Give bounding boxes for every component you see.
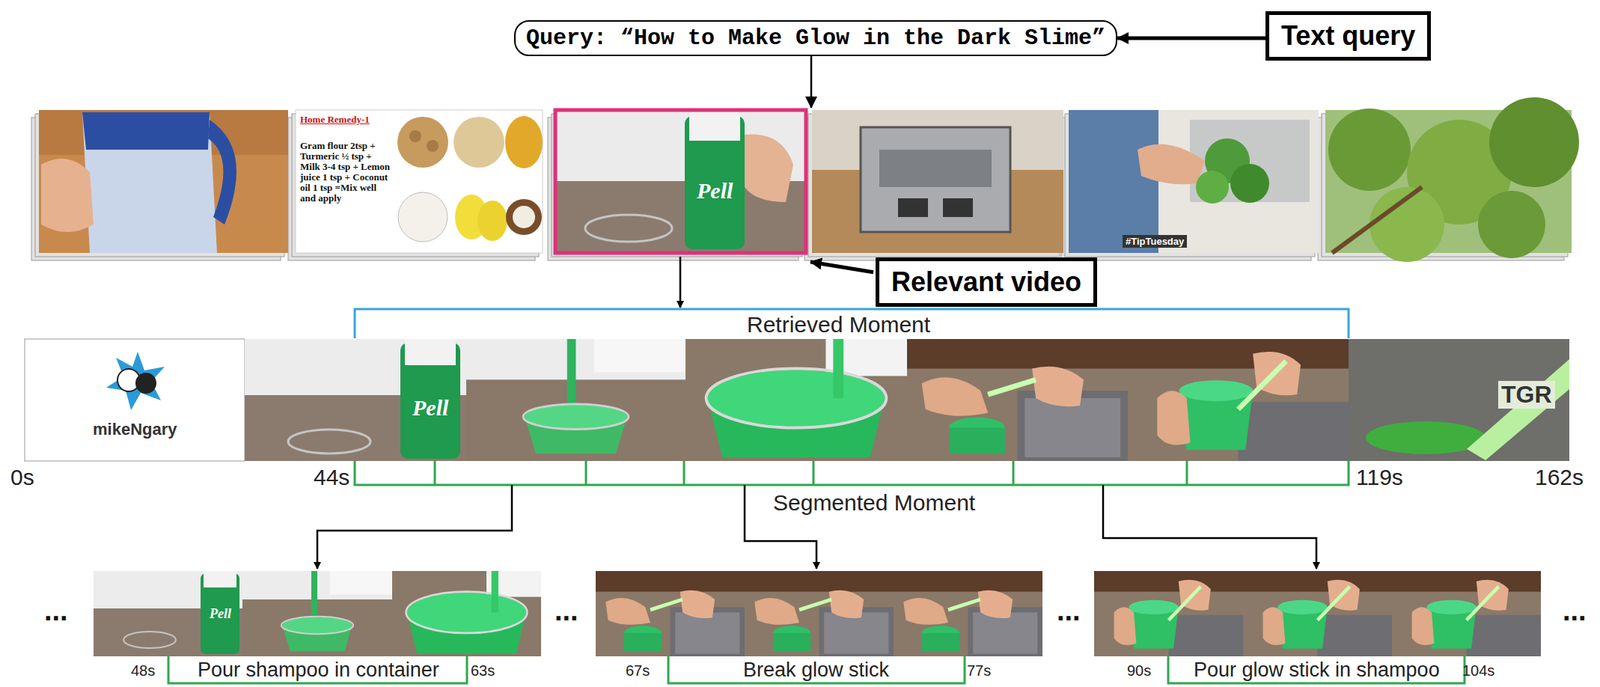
logo-text: mikeNgary bbox=[92, 419, 178, 440]
box-text: Query: “How to Make Glow in the Dark Sli… bbox=[526, 25, 1106, 51]
image-text: Pell bbox=[209, 606, 232, 622]
ellipsis: ... bbox=[554, 594, 579, 628]
time-label: 104s bbox=[1462, 662, 1495, 680]
callout-box: Text query bbox=[1265, 11, 1431, 61]
time-label: 0s bbox=[10, 464, 35, 491]
image-text: TGR bbox=[1498, 380, 1556, 409]
image-text: #TipTuesday bbox=[1122, 234, 1187, 248]
time-label: 77s bbox=[966, 662, 991, 680]
image-text: Pell bbox=[696, 178, 733, 204]
ellipsis: ... bbox=[1562, 594, 1587, 628]
time-label: 119s bbox=[1356, 464, 1404, 491]
bracket-label: Segmented Moment bbox=[773, 490, 976, 516]
image-text: Home Remedy-1 bbox=[300, 113, 370, 126]
ellipsis: ... bbox=[1056, 594, 1081, 628]
time-label: 90s bbox=[1127, 662, 1151, 680]
time-label: 67s bbox=[625, 662, 650, 680]
image-text: Gram flour 2tsp + Turmeric ½ tsp + Milk … bbox=[300, 140, 392, 204]
time-label: 48s bbox=[130, 662, 155, 680]
ellipsis: ... bbox=[44, 594, 69, 628]
step-label: Pour glow stick in shampoo bbox=[1193, 658, 1440, 682]
box-text: Text query bbox=[1281, 20, 1416, 52]
time-label: 162s bbox=[1534, 464, 1584, 491]
query-box: Query: “How to Make Glow in the Dark Sli… bbox=[514, 20, 1118, 57]
step-label: Break glow stick bbox=[743, 658, 890, 682]
time-label: 63s bbox=[470, 662, 495, 680]
pointer-arrow bbox=[810, 56, 813, 108]
arrow-connector bbox=[1117, 36, 1266, 41]
pointer-arrow bbox=[810, 261, 874, 273]
callout-box: Relevant video bbox=[875, 257, 1098, 307]
bracket-label: Retrieved Moment bbox=[746, 312, 931, 338]
step-label: Pour shampoo in container bbox=[197, 658, 440, 682]
box-text: Relevant video bbox=[891, 266, 1082, 298]
time-label: 44s bbox=[313, 464, 350, 491]
image-text: Pell bbox=[412, 395, 449, 421]
